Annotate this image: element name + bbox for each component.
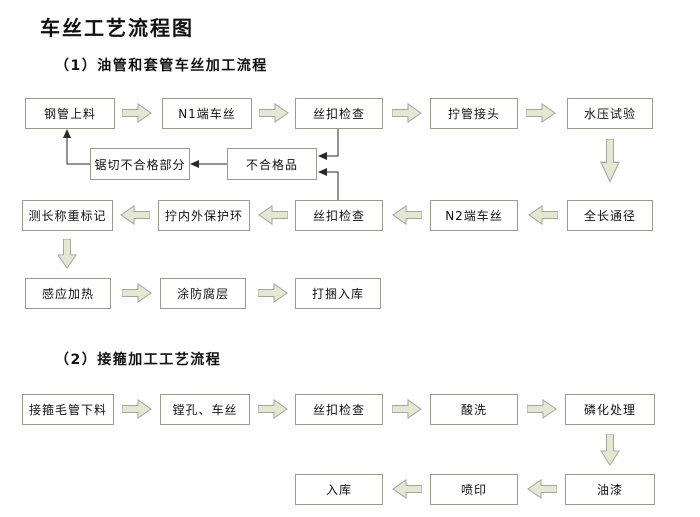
flow-arrow-left-icon xyxy=(528,205,558,225)
connector-arrowhead-left xyxy=(190,160,199,168)
flow-box-hydro-test: 水压试验 xyxy=(567,98,653,129)
flow-box-n2-threading: N2端车丝 xyxy=(430,200,518,231)
page-title: 车丝工艺流程图 xyxy=(40,16,194,40)
flow-box-n1-threading: N1端车丝 xyxy=(162,98,252,129)
flow-arrow-down-icon xyxy=(57,239,77,269)
flow-box-thread-check-3: 丝扣检查 xyxy=(295,394,383,425)
flow-box-steel-pipe-loading: 钢管上料 xyxy=(25,98,115,129)
flow-arrow-right-icon xyxy=(392,103,422,123)
flow-arrow-left-icon xyxy=(527,479,557,499)
flow-box-painting: 油漆 xyxy=(565,474,655,505)
flow-box-boring-threading: 镗孔、车丝 xyxy=(160,394,250,425)
flow-box-protective-rings: 拧内外保护环 xyxy=(158,200,250,231)
flow-box-full-length-drift: 全长通径 xyxy=(567,200,653,231)
flow-arrow-left-icon xyxy=(392,479,422,499)
connector-arrowhead-left xyxy=(318,168,327,176)
flow-box-bundle-warehouse: 打捆入库 xyxy=(295,278,381,309)
connector-saw-to-loading xyxy=(66,137,90,165)
connector-check2-to-defective xyxy=(326,171,339,200)
section-2-heading: （2）接箍加工工艺流程 xyxy=(55,352,222,368)
connector-check1-to-defective xyxy=(326,129,339,157)
flow-arrow-right-icon xyxy=(392,399,422,419)
flow-arrow-right-icon xyxy=(527,399,557,419)
flow-arrow-left-icon xyxy=(258,205,288,225)
flow-arrow-right-icon xyxy=(122,399,152,419)
flow-arrow-down-icon xyxy=(600,434,620,466)
flow-box-pickling: 酸洗 xyxy=(430,394,518,425)
connector-arrowhead-up xyxy=(63,129,71,138)
flow-arrow-right-icon xyxy=(259,103,289,123)
flow-box-warehouse-in: 入库 xyxy=(295,474,383,505)
flow-arrow-right-icon xyxy=(258,283,288,303)
flow-box-spray-printing: 喷印 xyxy=(430,474,518,505)
flow-box-tighten-coupling: 拧管接头 xyxy=(430,98,518,129)
flow-arrow-down-icon xyxy=(600,139,620,183)
flow-arrow-right-icon xyxy=(122,103,152,123)
flow-box-anticorrosive-coating: 涂防腐层 xyxy=(160,278,246,309)
flow-arrow-right-icon xyxy=(526,103,556,123)
flow-arrow-left-icon xyxy=(120,205,150,225)
flow-box-thread-check-1: 丝扣检查 xyxy=(295,98,383,129)
flow-box-saw-defective-part: 锯切不合格部分 xyxy=(90,148,190,180)
flow-box-phosphating: 磷化处理 xyxy=(565,394,655,425)
flow-box-induction-heating: 感应加热 xyxy=(25,278,111,309)
flow-box-thread-check-2: 丝扣检查 xyxy=(295,200,383,231)
flow-arrow-left-icon xyxy=(392,205,422,225)
flow-box-measure-weigh-mark: 测长称重标记 xyxy=(22,200,113,231)
flow-arrow-right-icon xyxy=(258,399,288,419)
flow-box-coupling-blank-cutting: 接箍毛管下料 xyxy=(22,394,114,425)
section-1-heading: （1）油管和套管车丝加工流程 xyxy=(55,58,268,74)
flow-box-defective-product: 不合格品 xyxy=(227,148,317,180)
connector-arrowhead-left xyxy=(318,152,327,160)
flow-arrow-right-icon xyxy=(122,283,152,303)
